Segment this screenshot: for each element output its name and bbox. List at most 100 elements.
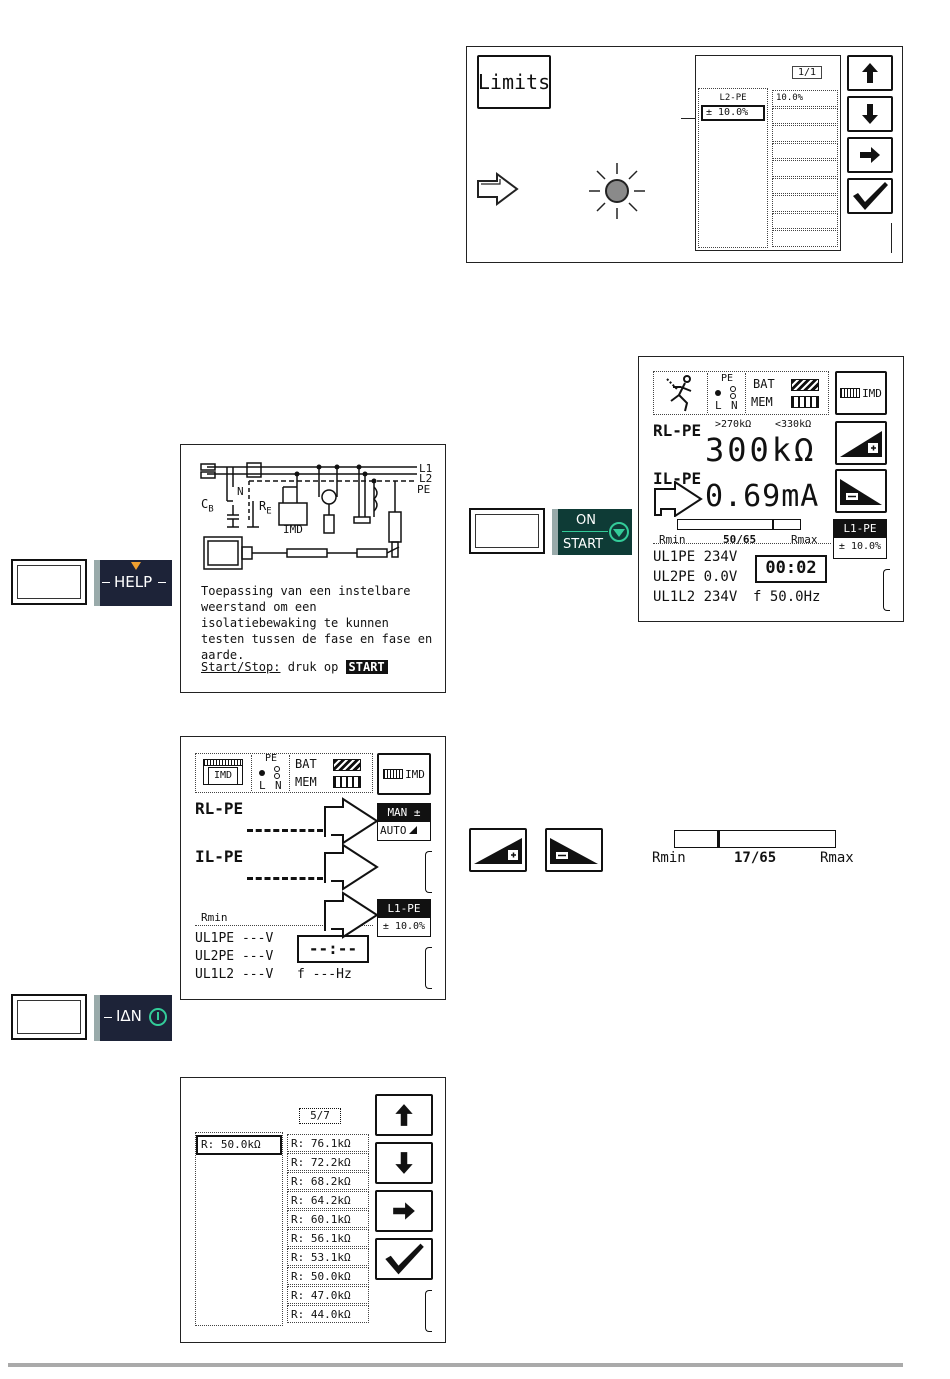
- page-counter: 5/7: [299, 1108, 341, 1124]
- limit-row[interactable]: [772, 177, 838, 195]
- start-down-icon: [609, 522, 629, 542]
- measure-arrow-icon: [654, 481, 703, 517]
- idle-status-header: [195, 753, 373, 793]
- resistance-list-item[interactable]: R: 76.1kΩ: [287, 1134, 369, 1152]
- resistance-list-item[interactable]: R: 44.0kΩ: [287, 1305, 369, 1323]
- ramp-down-icon: [550, 838, 598, 864]
- arrow-right-icon: [860, 147, 880, 163]
- arrow-down-icon: [862, 104, 878, 124]
- limit-row[interactable]: [772, 107, 838, 125]
- help-paragraph: Toepassing van een instelbare weerstand …: [201, 584, 433, 662]
- imd-device-icon: IMD: [203, 759, 243, 785]
- memory-icon: [333, 776, 361, 788]
- status-header: [653, 371, 829, 415]
- selected-limit-cell[interactable]: ± 10.0%: [701, 105, 765, 121]
- imd-test-circuit-diagram: [200, 462, 417, 570]
- resistance-list-item[interactable]: R: 56.1kΩ: [287, 1229, 369, 1247]
- ramp-up-button[interactable]: [835, 421, 887, 465]
- left-column-header: L2-PE: [719, 93, 747, 103]
- limits-screen: Limits 1/1 L2-PE ± 10.0% 10.0%: [466, 46, 903, 263]
- l1pe-selector[interactable]: L1-PE ± 10.0%: [377, 899, 431, 937]
- imd-device-icon: [383, 769, 404, 779]
- checkmark-icon: [385, 1243, 424, 1275]
- l1pe-selector[interactable]: L1-PE ± 10.0%: [833, 519, 887, 559]
- memory-icon: [791, 396, 819, 408]
- limits-list-panel: 1/1 L2-PE ± 10.0% 10.0%: [695, 55, 841, 251]
- confirm-button[interactable]: [847, 178, 893, 214]
- idn-softkey[interactable]: [11, 994, 87, 1040]
- measure-arrow-icon: [324, 797, 379, 845]
- resistance-bar: [677, 519, 801, 530]
- start-badge: START: [345, 660, 388, 674]
- limit-row[interactable]: [772, 142, 838, 160]
- power-icon: [149, 1008, 167, 1026]
- measurement-screen: PE L N BAT MEM IMD RL-PE >270kΩ <330kΩ 3…: [638, 356, 904, 622]
- startstop-line: Start/Stop: druk op START: [201, 660, 388, 674]
- imd-button[interactable]: IMD: [835, 371, 887, 415]
- resistance-list-item[interactable]: R: 60.1kΩ: [287, 1210, 369, 1228]
- measure-arrow-icon: [324, 891, 379, 939]
- resistance-list-item[interactable]: R: 64.2kΩ: [287, 1191, 369, 1209]
- limit-row[interactable]: [772, 160, 838, 177]
- ramp-down-button[interactable]: [545, 828, 603, 872]
- ramp-up-icon: [840, 431, 882, 457]
- resistance-list-item[interactable]: R: 47.0kΩ: [287, 1286, 369, 1304]
- limit-row[interactable]: [772, 230, 838, 247]
- resistance-list-item[interactable]: R: 68.2kΩ: [287, 1172, 369, 1190]
- arrow-right-icon: [393, 1202, 415, 1220]
- help-softkey[interactable]: [11, 559, 87, 605]
- current-value: 0.69mA: [705, 479, 820, 514]
- page-footer-rule: [8, 1363, 903, 1367]
- limits-button[interactable]: Limits: [477, 55, 551, 109]
- limit-row[interactable]: [772, 195, 838, 212]
- outline-arrow-right-icon: [477, 172, 519, 206]
- timer-display: --:--: [297, 935, 369, 963]
- help-key-label: HELP: [94, 560, 172, 606]
- up-button[interactable]: [847, 55, 893, 91]
- left-limit-column: L2-PE ± 10.0%: [698, 88, 768, 248]
- checkmark-icon: [853, 182, 888, 210]
- ramp-down-icon: [840, 479, 882, 505]
- ramp-up-icon: [474, 838, 522, 864]
- battery-icon: [791, 379, 819, 391]
- idn-key-label: IΔN: [94, 995, 172, 1041]
- imd-button[interactable]: IMD: [377, 753, 431, 795]
- ramp-down-button[interactable]: [835, 469, 887, 513]
- right-button[interactable]: [847, 137, 893, 173]
- probe-connection-icon: [259, 766, 280, 779]
- limit-row[interactable]: [772, 212, 838, 230]
- right-button[interactable]: [375, 1190, 433, 1232]
- resistance-list-item[interactable]: R: 50.0kΩ: [287, 1267, 369, 1285]
- battery-icon: [333, 759, 361, 771]
- legend-resistance-bar: [674, 830, 836, 848]
- down-button[interactable]: [375, 1142, 433, 1184]
- lamp-on-icon: [589, 163, 645, 219]
- ramp-up-button[interactable]: [469, 828, 527, 872]
- resistance-list-item[interactable]: R: 72.2kΩ: [287, 1153, 369, 1171]
- on-start-key-label: ON START: [552, 509, 632, 555]
- resistance-list-item[interactable]: R: 53.1kΩ: [287, 1248, 369, 1266]
- mode-selector[interactable]: MAN ± AUTO: [377, 803, 431, 841]
- running-man-icon: [666, 375, 692, 412]
- probe-connection-icon: [715, 386, 736, 399]
- resistance-value: 300kΩ: [705, 431, 817, 469]
- right-limit-column: 10.0%: [772, 90, 842, 248]
- arrow-up-icon: [862, 63, 878, 83]
- limit-row[interactable]: 10.0%: [772, 90, 838, 107]
- page-counter: 1/1: [792, 66, 822, 79]
- confirm-button[interactable]: [375, 1238, 433, 1280]
- on-start-softkey[interactable]: [469, 508, 545, 554]
- limit-row[interactable]: [772, 125, 838, 142]
- idle-measurement-screen: IMD PE L N BAT MEM IMD RL-PE MAN ± AUTO …: [180, 736, 446, 1000]
- up-button[interactable]: [375, 1094, 433, 1136]
- timer-display: 00:02: [755, 555, 827, 583]
- arrow-down-icon: [395, 1152, 413, 1174]
- down-button[interactable]: [847, 96, 893, 132]
- arrow-up-icon: [395, 1104, 413, 1126]
- measure-arrow-icon: [324, 843, 379, 891]
- selected-resistance[interactable]: R: 50.0kΩ: [196, 1135, 282, 1155]
- help-screen: L1 L2 PE N CB RE IMD Toepassing van een …: [180, 444, 446, 693]
- selected-column: R: 50.0kΩ: [195, 1132, 283, 1326]
